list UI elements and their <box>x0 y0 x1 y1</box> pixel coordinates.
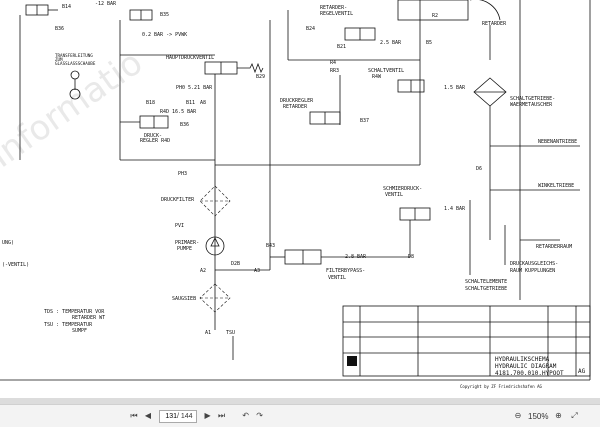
svg-text:RAUM KUPPLUNGEN: RAUM KUPPLUNGEN <box>510 268 555 274</box>
svg-text:B14: B14 <box>62 4 71 10</box>
title-block <box>342 305 591 377</box>
svg-text:B5: B5 <box>426 40 432 46</box>
svg-text:B43: B43 <box>266 243 275 249</box>
svg-text:B18: B18 <box>146 100 155 106</box>
svg-text:REGELVENTIL: REGELVENTIL <box>320 11 353 17</box>
svg-text:B21: B21 <box>337 44 346 50</box>
svg-text:D8: D8 <box>408 254 414 260</box>
svg-text:REGLER R4D: REGLER R4D <box>140 138 170 144</box>
svg-text:SCHALTGETRIEBE: SCHALTGETRIEBE <box>465 286 507 292</box>
svg-text:DRUCKFILTER: DRUCKFILTER <box>161 197 195 203</box>
svg-text:B35: B35 <box>160 12 169 18</box>
svg-text:SUMPF: SUMPF <box>72 328 87 334</box>
svg-text:DRUCK-: DRUCK- <box>144 133 162 139</box>
document-page: r Informatio B14 -12 BAR B35 B36 0.2 BAR… <box>0 0 591 389</box>
svg-text:HYDRAULIKSCHEMA: HYDRAULIKSCHEMA <box>495 356 550 363</box>
svg-text:B29: B29 <box>256 74 265 80</box>
svg-text:B36: B36 <box>55 26 64 32</box>
svg-text:NEBENANTRIEBE: NEBENANTRIEBE <box>538 139 577 145</box>
svg-text:ZUM: ZUM <box>55 57 63 62</box>
svg-text:GLASSLASSSCHAUBE: GLASSLASSSCHAUBE <box>55 61 96 66</box>
svg-text:A8: A8 <box>200 100 206 106</box>
svg-text:PH0 5.21 BAR: PH0 5.21 BAR <box>176 85 213 91</box>
svg-text:(-VENTIL): (-VENTIL) <box>2 262 29 268</box>
zoom-out-icon[interactable]: ⊖ <box>514 411 522 420</box>
svg-text:B24: B24 <box>306 26 315 32</box>
svg-text:R2: R2 <box>432 13 438 19</box>
svg-text:B37: B37 <box>360 118 369 124</box>
svg-text:RETARDER: RETARDER <box>482 21 507 27</box>
svg-text:SCHALTVENTIL: SCHALTVENTIL <box>368 68 404 74</box>
svg-text:PH3: PH3 <box>178 171 187 177</box>
viewer-divider <box>0 398 600 404</box>
svg-text:TDS : TEMPERATUR VOR: TDS : TEMPERATUR VOR <box>44 309 105 315</box>
zoom-controls: ⊖ 150% ⊕ ⤢ <box>512 410 580 422</box>
svg-text:PVI: PVI <box>175 223 184 229</box>
svg-text:WINKELTRIEBE: WINKELTRIEBE <box>538 183 574 189</box>
svg-text:AG: AG <box>578 368 586 375</box>
svg-text:RETARDER: RETARDER <box>283 104 308 110</box>
svg-text:SCHALTELEMENTE: SCHALTELEMENTE <box>465 279 507 285</box>
svg-text:SCHALTGETRIEBE-: SCHALTGETRIEBE- <box>510 96 555 102</box>
svg-text:B36: B36 <box>180 122 189 128</box>
svg-text:TSU : TEMPERATUR: TSU : TEMPERATUR <box>44 322 93 328</box>
svg-text:RETARDER WT: RETARDER WT <box>72 315 105 321</box>
pdf-viewer-toolbar: ⏮ ◀ / 144 ▶ ⏭ ↶ ↷ ⊖ 150% ⊕ ⤢ <box>0 404 600 427</box>
first-page-icon[interactable]: ⏮ <box>130 411 138 420</box>
forward-icon[interactable]: ↷ <box>256 411 263 420</box>
svg-text:RETARDER-: RETARDER- <box>320 5 347 11</box>
svg-text:-12 BAR: -12 BAR <box>95 1 117 7</box>
svg-text:D6: D6 <box>476 166 482 172</box>
svg-text:TRANSFERLEITUNG: TRANSFERLEITUNG <box>55 53 93 58</box>
zoom-in-icon[interactable]: ⊕ <box>555 411 562 420</box>
prev-page-icon[interactable]: ◀ <box>144 411 152 420</box>
svg-text:A3: A3 <box>254 268 260 274</box>
page-number-box: / 144 <box>159 409 197 423</box>
svg-text:UNG): UNG) <box>2 240 14 246</box>
svg-text:1.5 BAR: 1.5 BAR <box>444 85 466 91</box>
hydraulic-schematic: r Informatio B14 -12 BAR B35 B36 0.2 BAR… <box>0 0 591 389</box>
fit-page-icon[interactable]: ⤢ <box>571 411 578 420</box>
svg-text:FILTERBYPASS-: FILTERBYPASS- <box>326 268 365 274</box>
last-page-icon[interactable]: ⏭ <box>217 411 226 420</box>
svg-text:A2: A2 <box>200 268 206 274</box>
svg-text:4181.700.010.HYPOOT: 4181.700.010.HYPOOT <box>495 370 564 377</box>
page-number-input[interactable] <box>163 412 177 420</box>
svg-text:VENTIL: VENTIL <box>385 192 403 198</box>
next-page-icon[interactable]: ▶ <box>204 411 211 420</box>
svg-text:A1: A1 <box>205 330 211 336</box>
svg-text:DRUCKREGLER: DRUCKREGLER <box>280 98 314 104</box>
svg-text:0.2 BAR -> PVWK: 0.2 BAR -> PVWK <box>142 32 187 38</box>
svg-text:SCHMIERDRUCK-: SCHMIERDRUCK- <box>383 186 422 192</box>
svg-text:HYDRAULIC DIAGRAM: HYDRAULIC DIAGRAM <box>495 363 557 370</box>
zoom-level[interactable]: 150% <box>528 411 549 421</box>
svg-text:D2B: D2B <box>231 261 240 267</box>
svg-text:R4D 16.5 BAR: R4D 16.5 BAR <box>160 109 197 115</box>
svg-text:RETARDERRAUM: RETARDERRAUM <box>536 244 572 250</box>
svg-text:2.5 BAR: 2.5 BAR <box>380 40 402 46</box>
back-icon[interactable]: ↶ <box>242 411 249 420</box>
svg-text:WAERMETAUSCHER: WAERMETAUSCHER <box>510 102 553 108</box>
svg-text:VENTIL: VENTIL <box>328 275 346 281</box>
svg-text:1.4 BAR: 1.4 BAR <box>444 206 466 212</box>
svg-text:TSU: TSU <box>226 330 235 336</box>
svg-text:R4: R4 <box>330 60 336 66</box>
svg-text:HAUPTDRUCKVENTIL: HAUPTDRUCKVENTIL <box>166 55 214 61</box>
svg-text:RR3: RR3 <box>330 68 339 74</box>
svg-text:R4W: R4W <box>372 74 382 80</box>
svg-text:DRUCKAUSGLEICHS-: DRUCKAUSGLEICHS- <box>510 261 558 267</box>
svg-text:SAUGSIEB: SAUGSIEB <box>172 296 196 302</box>
page-navigation: ⏮ ◀ / 144 ▶ ⏭ ↶ ↷ <box>128 409 266 423</box>
total-pages: / 144 <box>177 412 193 420</box>
svg-text:Copyright by ZF Friedrichshafe: Copyright by ZF Friedrichshafen AG <box>460 384 542 389</box>
svg-text:PRIMAER-: PRIMAER- <box>175 240 199 246</box>
svg-text:B11: B11 <box>186 100 195 106</box>
svg-text:PUMPE: PUMPE <box>177 246 192 252</box>
